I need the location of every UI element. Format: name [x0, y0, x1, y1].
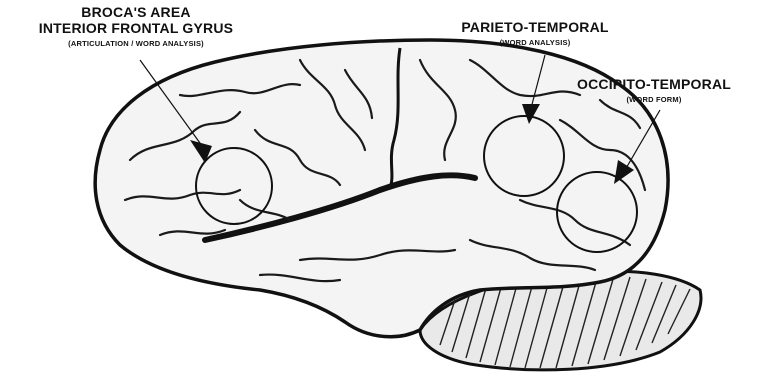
occipito-temporal-label: OCCIPITO-TEMPORAL (WORD FORM): [562, 76, 746, 105]
parieto-temporal-function: (WORD ANALYSIS): [450, 38, 620, 48]
parieto-temporal-title: PARIETO-TEMPORAL: [450, 19, 620, 35]
broca-label-title: BROCA'S AREA: [2, 4, 270, 20]
broca-label-subtitle: INTERIOR FRONTAL GYRUS: [2, 20, 270, 36]
broca-label-function: (ARTICULATION / WORD ANALYSIS): [2, 39, 270, 49]
parieto-temporal-label: PARIETO-TEMPORAL (WORD ANALYSIS): [450, 19, 620, 48]
occipito-temporal-function: (WORD FORM): [562, 95, 746, 105]
occipito-temporal-title: OCCIPITO-TEMPORAL: [562, 76, 746, 92]
broca-label: BROCA'S AREA INTERIOR FRONTAL GYRUS (ART…: [2, 4, 270, 49]
